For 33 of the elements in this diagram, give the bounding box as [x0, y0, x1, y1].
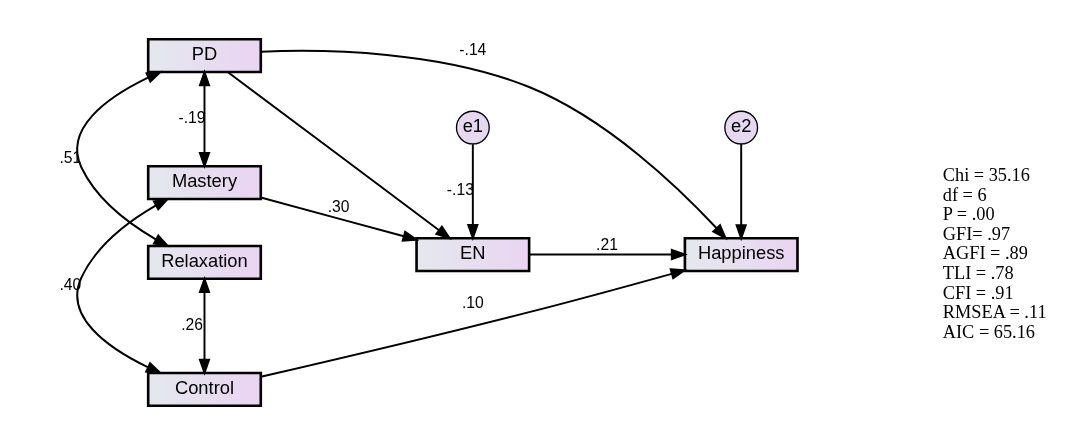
edge-label: .26	[181, 315, 203, 333]
arrow	[227, 70, 452, 240]
label: Chi = 35.16	[942, 164, 1030, 185]
arrow	[466, 142, 479, 241]
node-box: PD	[146, 37, 263, 73]
label: AIC = 65.16	[942, 321, 1036, 342]
arrow	[260, 49, 728, 240]
label: TLI = .78	[942, 262, 1014, 283]
label: CFI = .91	[942, 282, 1014, 303]
arrow	[735, 142, 748, 241]
node-box: Control	[146, 371, 263, 407]
arrow	[528, 248, 688, 261]
arrow	[198, 275, 211, 376]
edge-label: .10	[461, 293, 484, 311]
arrow	[76, 70, 171, 247]
label: df = 6	[942, 184, 987, 205]
node-box: Mastery	[146, 164, 263, 200]
label: AGFI = .89	[942, 242, 1028, 263]
node-box: Relaxation	[146, 244, 263, 280]
node-circle: e1	[455, 110, 490, 145]
arrow	[259, 196, 420, 242]
label: RMSEA = .11	[942, 301, 1047, 322]
arrow	[198, 68, 211, 169]
node-box: Happiness	[683, 236, 799, 272]
node-box: EN	[415, 236, 531, 272]
edge-label: -.14	[459, 40, 487, 58]
label: P = .00	[942, 203, 995, 224]
arrow	[259, 267, 688, 378]
arrow	[76, 197, 171, 374]
edge-label: .21	[596, 235, 618, 253]
edge-label: .30	[327, 197, 350, 215]
label: GFI= .97	[942, 223, 1011, 244]
node-circle: e2	[724, 110, 759, 145]
